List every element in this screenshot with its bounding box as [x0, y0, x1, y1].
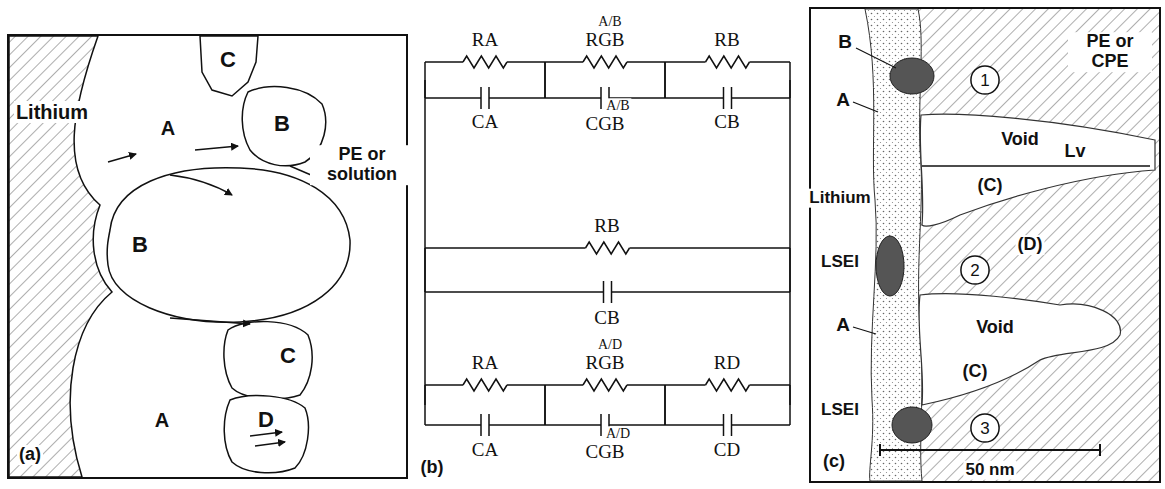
- label: (c): [821, 452, 847, 472]
- node-text: 3: [980, 420, 989, 437]
- label: CA: [470, 112, 500, 133]
- polymer-electrolyte: [918, 9, 1159, 481]
- lithium-region: [9, 36, 112, 477]
- label: A/B: [604, 98, 631, 113]
- callout-circle: 1: [970, 65, 1000, 95]
- grain: C: [213, 46, 243, 74]
- label: CB: [592, 308, 621, 329]
- label: A: [159, 117, 177, 139]
- label: LSEI: [819, 253, 861, 272]
- label: A: [153, 409, 171, 431]
- flow-arrows: [108, 146, 318, 446]
- label: CB: [712, 112, 741, 133]
- label: CD: [712, 440, 742, 461]
- node-text: C: [220, 49, 236, 71]
- label: B: [836, 32, 854, 53]
- label: LSEI: [819, 401, 861, 420]
- label: Void: [999, 130, 1041, 150]
- grain: C: [273, 342, 303, 370]
- grain: D: [251, 407, 281, 433]
- label: RD: [712, 353, 742, 374]
- label: (C): [961, 362, 990, 382]
- void: [919, 294, 1121, 405]
- void: [920, 114, 1155, 226]
- label: A/B: [596, 14, 623, 29]
- sei-deposits: [876, 58, 934, 443]
- node-text: 1: [980, 72, 989, 89]
- label: Lithium: [14, 101, 90, 123]
- callout-circle: 3: [970, 413, 1000, 443]
- label: Void: [974, 318, 1016, 338]
- label: PE or CPE: [1068, 32, 1152, 72]
- grains: [107, 36, 350, 473]
- equivalent-circuit: [425, 56, 790, 436]
- node-text: C: [280, 345, 296, 367]
- label: CGB: [583, 442, 626, 463]
- void-length-line: [922, 165, 1150, 167]
- label: RB: [592, 216, 621, 237]
- node-text: B: [274, 113, 290, 135]
- panel-frame: [810, 8, 1160, 482]
- label: (C): [976, 176, 1005, 196]
- label: A/D: [604, 426, 632, 441]
- label: (a): [17, 445, 43, 465]
- label: PE or solution: [310, 145, 414, 185]
- node-text: D: [258, 409, 274, 431]
- label: A: [834, 315, 852, 336]
- label: RA: [470, 30, 500, 51]
- label: Lv: [1062, 142, 1087, 162]
- label: Lithium: [807, 189, 872, 208]
- panel-frame: [8, 35, 407, 478]
- label: CA: [470, 440, 500, 461]
- label: RGB: [583, 30, 626, 51]
- label: (D): [1016, 235, 1045, 255]
- label: 50 nm: [963, 461, 1016, 480]
- node-text: B: [132, 234, 148, 256]
- callout-circle: 2: [960, 255, 990, 285]
- label: A: [834, 90, 852, 111]
- grain: B: [267, 110, 297, 138]
- label: (b): [419, 458, 446, 478]
- label: RB: [712, 30, 741, 51]
- grain: B: [125, 231, 155, 259]
- label: RA: [470, 353, 500, 374]
- node-text: 2: [970, 262, 979, 279]
- label: A/D: [596, 337, 624, 352]
- label: RGB: [583, 353, 626, 374]
- scale-bar: [880, 444, 1100, 456]
- label: CGB: [583, 114, 626, 135]
